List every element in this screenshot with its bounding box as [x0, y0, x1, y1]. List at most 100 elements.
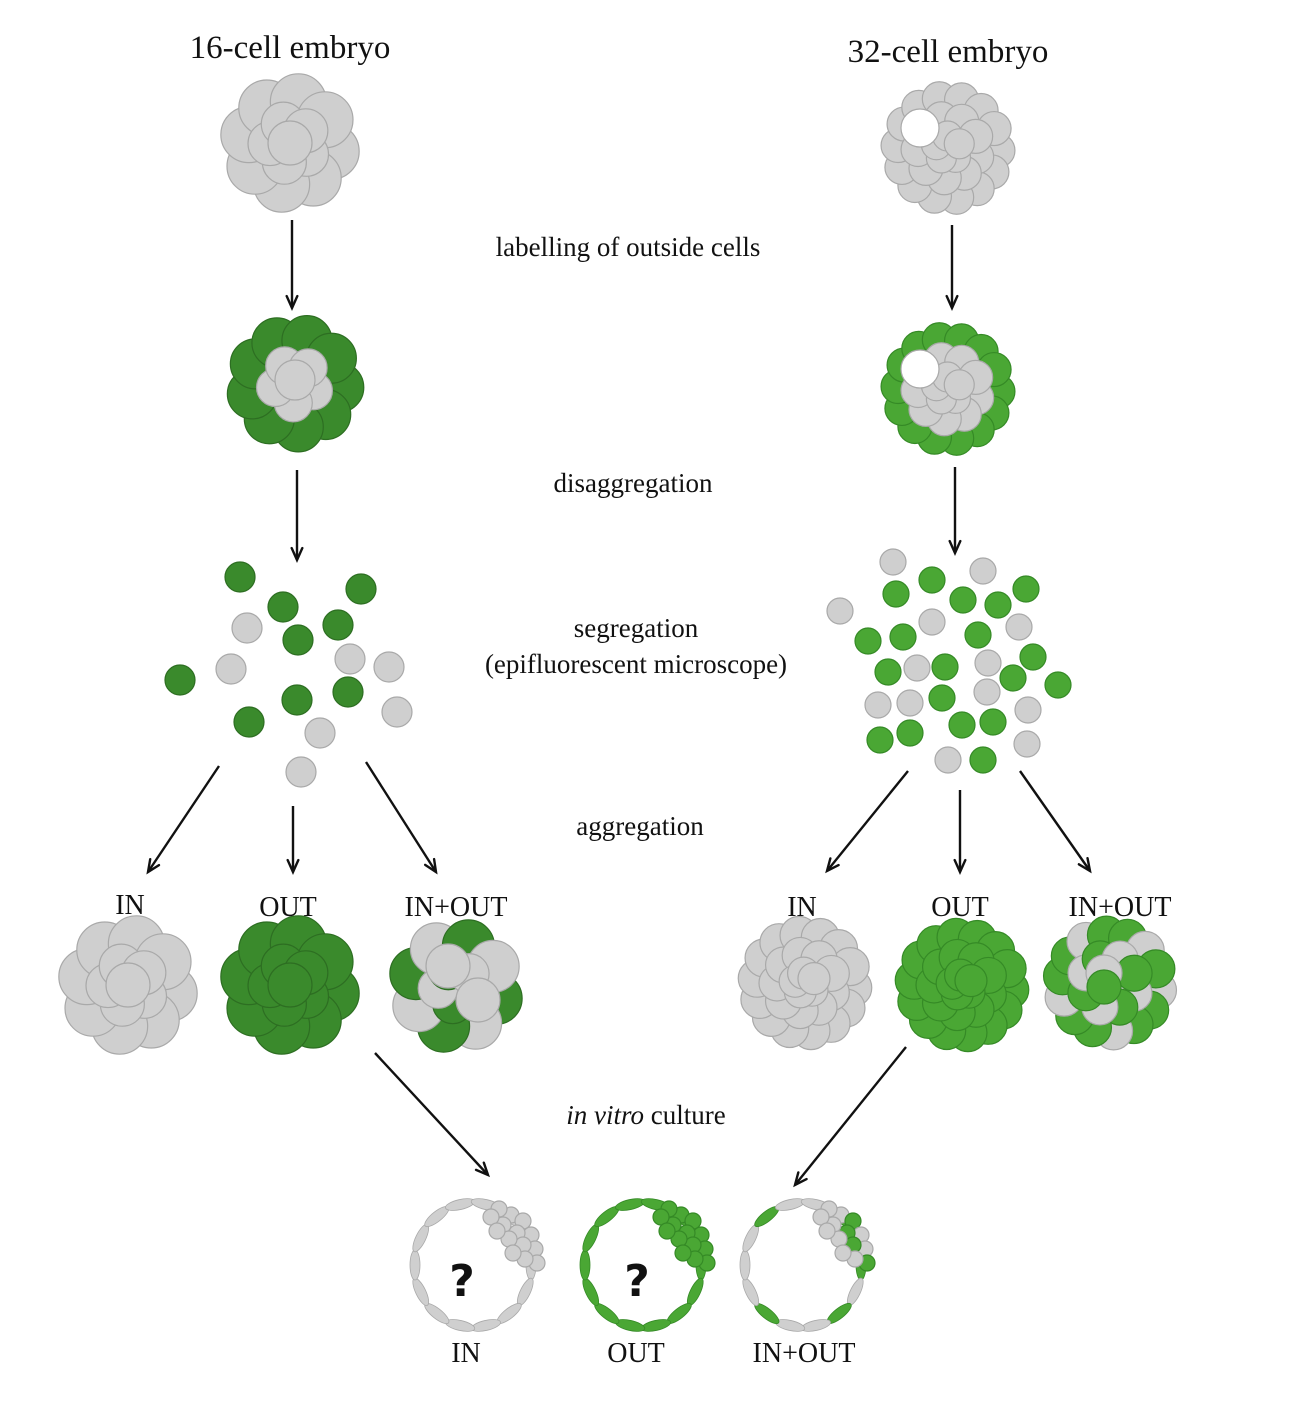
labelled-cell	[928, 684, 956, 712]
inner-cell	[864, 691, 892, 719]
arrow-head	[953, 858, 967, 875]
trophectoderm-cell	[846, 1277, 864, 1306]
arrow-line	[364, 761, 438, 873]
inner-cell	[879, 548, 907, 576]
embryo-32-cell-unlabelled	[880, 81, 1016, 215]
step-segregation: segregation	[574, 613, 699, 643]
step-aggregation: aggregation	[576, 811, 704, 841]
disaggregated-cells-32	[826, 548, 1072, 774]
arrow-head	[285, 294, 299, 311]
labelled-cell	[979, 708, 1007, 736]
labelled-cell	[949, 586, 977, 614]
inner-cell	[267, 120, 313, 166]
inner-cell	[105, 962, 151, 1008]
label-32-in: IN	[787, 892, 817, 923]
trophectoderm-cell	[582, 1277, 600, 1306]
labelled-cell	[969, 746, 997, 774]
inner-cell	[797, 961, 831, 996]
inner-cell	[373, 651, 405, 683]
labelled-cell	[282, 624, 314, 656]
trophectoderm-cell	[412, 1224, 430, 1253]
inner-cell	[974, 649, 1002, 677]
labelled-cell	[267, 591, 299, 623]
arrow-head	[793, 1171, 808, 1188]
trophectoderm-cell	[582, 1224, 600, 1253]
trophectoderm-cell	[742, 1224, 760, 1253]
arrow-line	[794, 1046, 907, 1186]
aggregate-32-in	[737, 915, 873, 1051]
unlabelled-inner-cell	[274, 359, 316, 401]
labelled-cell	[889, 623, 917, 651]
inner-cell	[381, 696, 413, 728]
trophectoderm-cell	[579, 1249, 591, 1281]
trophectoderm-cell	[775, 1198, 806, 1211]
label-blastocyst-in-out: IN+OUT	[753, 1338, 856, 1369]
inner-cell	[215, 653, 247, 685]
labelled-cell	[984, 591, 1012, 619]
inner-cell	[934, 746, 962, 774]
labelled-cell	[918, 566, 946, 594]
trophectoderm-cell	[409, 1249, 421, 1281]
arrow-head	[286, 858, 300, 875]
arrow-head	[1077, 857, 1092, 874]
step-segregation-method: (epifluorescent microscope)	[485, 649, 787, 679]
arrow-head	[948, 539, 962, 556]
labelled-cell	[233, 706, 265, 738]
labelled-cell	[281, 684, 313, 716]
arrow-line	[147, 765, 220, 873]
inner-cell	[903, 654, 931, 682]
label-32-in-out: IN+OUT	[1069, 892, 1172, 923]
label-blastocyst-out: OUT	[607, 1338, 665, 1369]
blastocyst-in	[409, 1198, 546, 1332]
step-culture-rest: culture	[644, 1100, 726, 1130]
labelled-cell	[854, 627, 882, 655]
labelled-cell	[964, 621, 992, 649]
step-culture-italic: in vitro	[566, 1100, 644, 1130]
arrow-head	[825, 857, 840, 874]
inner-cell	[918, 608, 946, 636]
trophectoderm-cell	[742, 1277, 760, 1306]
labelled-cell	[896, 719, 924, 747]
step-labelling: labelling of outside cells	[496, 232, 761, 262]
inner-cell	[896, 689, 924, 717]
aggregate-16-out	[220, 915, 360, 1055]
mixed-inner-cell	[455, 977, 501, 1023]
blastocoel-cavity	[900, 108, 940, 148]
inner-cell	[285, 756, 317, 788]
label-16-in: IN	[115, 890, 145, 921]
arrow-head	[474, 1161, 490, 1178]
trophectoderm-cell	[516, 1277, 534, 1306]
labelled-cell	[1012, 575, 1040, 603]
arrow-head	[290, 546, 304, 563]
inner-cell-mass-cell	[504, 1244, 522, 1262]
labelled-cell	[874, 658, 902, 686]
labelled-cell	[322, 609, 354, 641]
blastocoel-cavity	[900, 349, 940, 389]
inner-cell	[1013, 730, 1041, 758]
aggregate-32-out	[894, 917, 1030, 1053]
inner-cell	[954, 963, 988, 998]
aggregate-16-in-out	[389, 919, 523, 1053]
trophectoderm-cell	[445, 1319, 476, 1332]
title-32-cell-embryo: 32-cell embryo	[848, 34, 1049, 70]
label-16-in-out: IN+OUT	[405, 892, 508, 923]
labelled-cell	[931, 653, 959, 681]
arrow-head	[945, 294, 959, 311]
label-32-out: OUT	[931, 892, 989, 923]
arrow-line	[1019, 770, 1091, 872]
labelled-cell	[1019, 643, 1047, 671]
inner-cell	[826, 597, 854, 625]
trophectoderm-cell	[412, 1277, 430, 1306]
inner-cell	[1005, 613, 1033, 641]
arrow-line	[826, 770, 909, 872]
trophectoderm-cell	[470, 1319, 501, 1332]
arrows	[146, 220, 1092, 1188]
labelled-cell	[345, 573, 377, 605]
labelled-cell	[332, 676, 364, 708]
aggregate-32-in-out	[1042, 915, 1178, 1051]
labelled-cell	[866, 726, 894, 754]
labelled-cell	[948, 711, 976, 739]
inner-cell	[267, 962, 313, 1008]
inner-cell	[973, 678, 1001, 706]
